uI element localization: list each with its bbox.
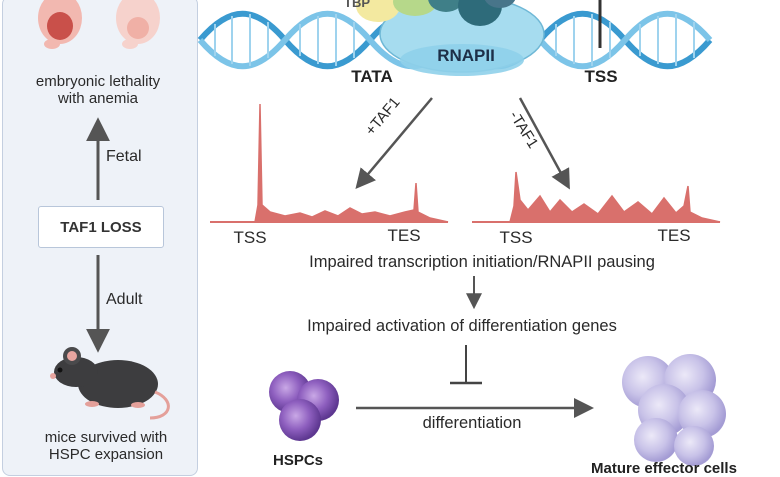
fetal-outcome-line1: embryonic lethality — [35, 73, 161, 90]
top-tss-label: TSS — [584, 67, 618, 86]
taf1-loss-label: TAF1 LOSS — [60, 218, 142, 236]
mature-cells-label: Mature effector cells — [591, 460, 737, 477]
tata-label: TATA — [351, 67, 393, 86]
step-impaired-activation: Impaired activation of differentiation g… — [307, 317, 617, 335]
rnapii-label: RNAPII — [437, 46, 495, 65]
minus-taf1-profile — [472, 171, 721, 223]
mature-effector-cells — [622, 354, 726, 466]
taf1-loss-box: TAF1 LOSS — [38, 206, 164, 248]
adult-outcome-line2: HSPC expansion — [48, 446, 164, 463]
mouse-icon — [50, 347, 170, 420]
plus-taf1-arrow — [355, 97, 433, 190]
step-impaired-initiation: Impaired transcription initiation/RNAPII… — [309, 253, 655, 271]
tbp-label: TBP — [344, 0, 370, 10]
differentiation-label: differentiation — [422, 414, 522, 432]
minus-taf1-arrow — [518, 97, 570, 190]
plus-taf1-profile — [210, 103, 449, 223]
adult-outcome-line1: mice survived with — [44, 429, 168, 446]
fetal-outcome-line2: with anemia — [57, 90, 139, 107]
hspcs-label: HSPCs — [272, 452, 324, 469]
rnapii-complex — [356, 0, 545, 76]
hspc-cells — [269, 371, 339, 441]
right-tes-label: TES — [657, 226, 691, 245]
adult-label: Adult — [106, 291, 143, 308]
right-tss-label: TSS — [499, 228, 533, 247]
fetal-label: Fetal — [106, 148, 142, 165]
left-tes-label: TES — [387, 226, 421, 245]
left-tss-label: TSS — [233, 228, 267, 247]
embryo-icon — [38, 0, 82, 49]
embryo-affected-icon — [116, 0, 160, 49]
